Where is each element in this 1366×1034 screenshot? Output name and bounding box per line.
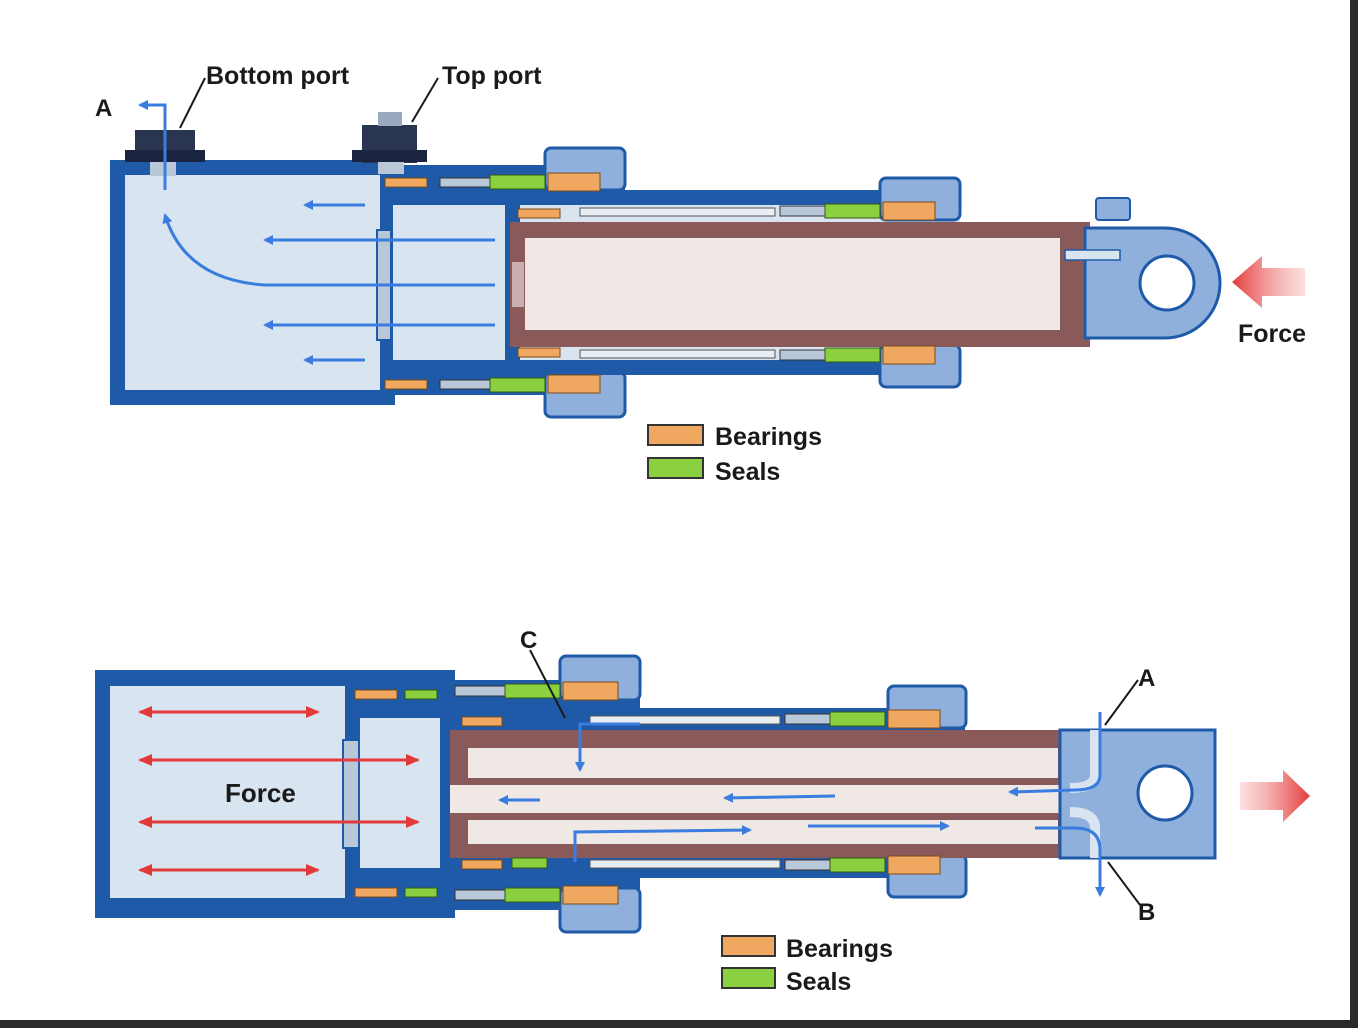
top-annulus-upper	[579, 207, 776, 217]
top-seal-4	[824, 347, 881, 363]
top-annulus-lower	[579, 349, 776, 359]
bottom-port-label: Bottom port	[206, 62, 350, 90]
top-bearing-3	[547, 172, 601, 192]
bottom-rod-lower-core	[468, 820, 1058, 844]
bottom-force-arrow-right	[1240, 770, 1310, 822]
top-port-base	[352, 150, 427, 162]
bottom-legend-seals: Seals	[786, 968, 851, 996]
bottom-bearing-6	[461, 859, 503, 870]
top-legend-seals: Seals	[715, 458, 780, 486]
bottom-port-hole	[150, 162, 176, 176]
bottom-label-b: B	[1138, 899, 1155, 926]
bottom-stage1-fluid	[360, 718, 452, 868]
top-port-cap	[378, 112, 402, 126]
top-seal-1	[489, 174, 546, 190]
bottom-seal-7	[829, 857, 886, 873]
top-cylinder: A Bottom port Top port Force Bearings Se…	[95, 62, 1306, 486]
top-legend-bearings: Bearings	[715, 423, 822, 451]
top-bleed-passage	[1064, 249, 1121, 261]
bottom-flow-arrows	[498, 712, 1105, 897]
top-bearing-2	[384, 379, 428, 390]
bottom-rod-upper-core	[468, 748, 1058, 778]
top-force-arrow	[1232, 256, 1305, 308]
bottom-annulus-lower	[589, 859, 781, 869]
bottom-seal-6	[829, 711, 886, 727]
top-bearing-8	[882, 345, 936, 365]
bottom-force-arrows	[138, 706, 420, 876]
label-c-leader	[529, 649, 566, 719]
top-wiper-4	[779, 349, 826, 361]
top-bearing-4	[547, 374, 601, 394]
bottom-legend-seal-swatch	[721, 967, 776, 989]
bottom-seal-2	[404, 887, 438, 898]
top-rod-core	[525, 238, 1060, 330]
top-bearing-5	[517, 208, 561, 219]
bottom-bearing-2	[354, 887, 398, 898]
top-seal-2	[489, 377, 546, 393]
top-stage1-fluid	[393, 205, 518, 360]
top-wiper-3	[779, 205, 826, 217]
top-port-label: Top port	[442, 62, 542, 90]
top-legend-bearing-swatch	[647, 424, 704, 446]
bottom-cylinder: Force C A B Bearings Seals	[95, 627, 1310, 996]
top-force-label: Force	[1238, 320, 1306, 348]
bottom-piston	[342, 739, 360, 849]
top-wiper-1	[439, 177, 491, 188]
bottom-legend-bearing-swatch	[721, 935, 776, 957]
bottom-passage-a	[1069, 730, 1100, 793]
top-flow-arrows	[138, 100, 495, 365]
top-label-a: A	[95, 95, 112, 122]
bottom-seal-5	[511, 857, 548, 869]
top-port-leader	[411, 77, 439, 123]
bottom-passage-b	[1069, 807, 1100, 858]
bottom-seal-3	[504, 683, 561, 699]
bottom-bearing-3	[562, 681, 619, 701]
bottom-label-a: A	[1138, 665, 1155, 692]
bottom-wiper-2	[454, 889, 506, 901]
bottom-bearing-5	[461, 716, 503, 727]
bottom-bearing-8	[887, 855, 941, 875]
bottom-seal-4	[504, 887, 561, 903]
bottom-label-a-leader	[1104, 679, 1139, 726]
bottom-port-leader	[179, 77, 206, 129]
top-port-hole	[378, 162, 404, 174]
bottom-label-b-leader	[1107, 861, 1141, 906]
top-bleed-screw	[1095, 197, 1131, 221]
top-legend-seal-swatch	[647, 457, 704, 479]
bottom-annulus-upper	[589, 715, 781, 725]
bottom-wiper-1	[454, 685, 506, 697]
top-rod-stop	[512, 262, 524, 307]
bottom-eye-hole	[1136, 764, 1194, 822]
bottom-rod-center-tube	[450, 785, 1070, 813]
top-wiper-2	[439, 379, 491, 390]
bottom-legend-bearings: Bearings	[786, 935, 893, 963]
bottom-seal-1	[404, 689, 438, 700]
top-bearing-6	[517, 347, 561, 358]
bottom-force-label: Force	[225, 778, 296, 808]
bottom-force-label-bg	[218, 774, 300, 810]
top-seal-3	[824, 203, 881, 219]
bottom-bearing-4	[562, 885, 619, 905]
bottom-wiper-3	[784, 713, 831, 725]
top-bearing-1	[384, 177, 428, 188]
bottom-bearing-7	[887, 709, 941, 729]
bottom-wiper-4	[784, 859, 831, 871]
bottom-label-c: C	[520, 627, 537, 654]
bottom-bearing-1	[354, 689, 398, 700]
top-eye-hole	[1138, 254, 1196, 312]
top-bearing-7	[882, 201, 936, 221]
